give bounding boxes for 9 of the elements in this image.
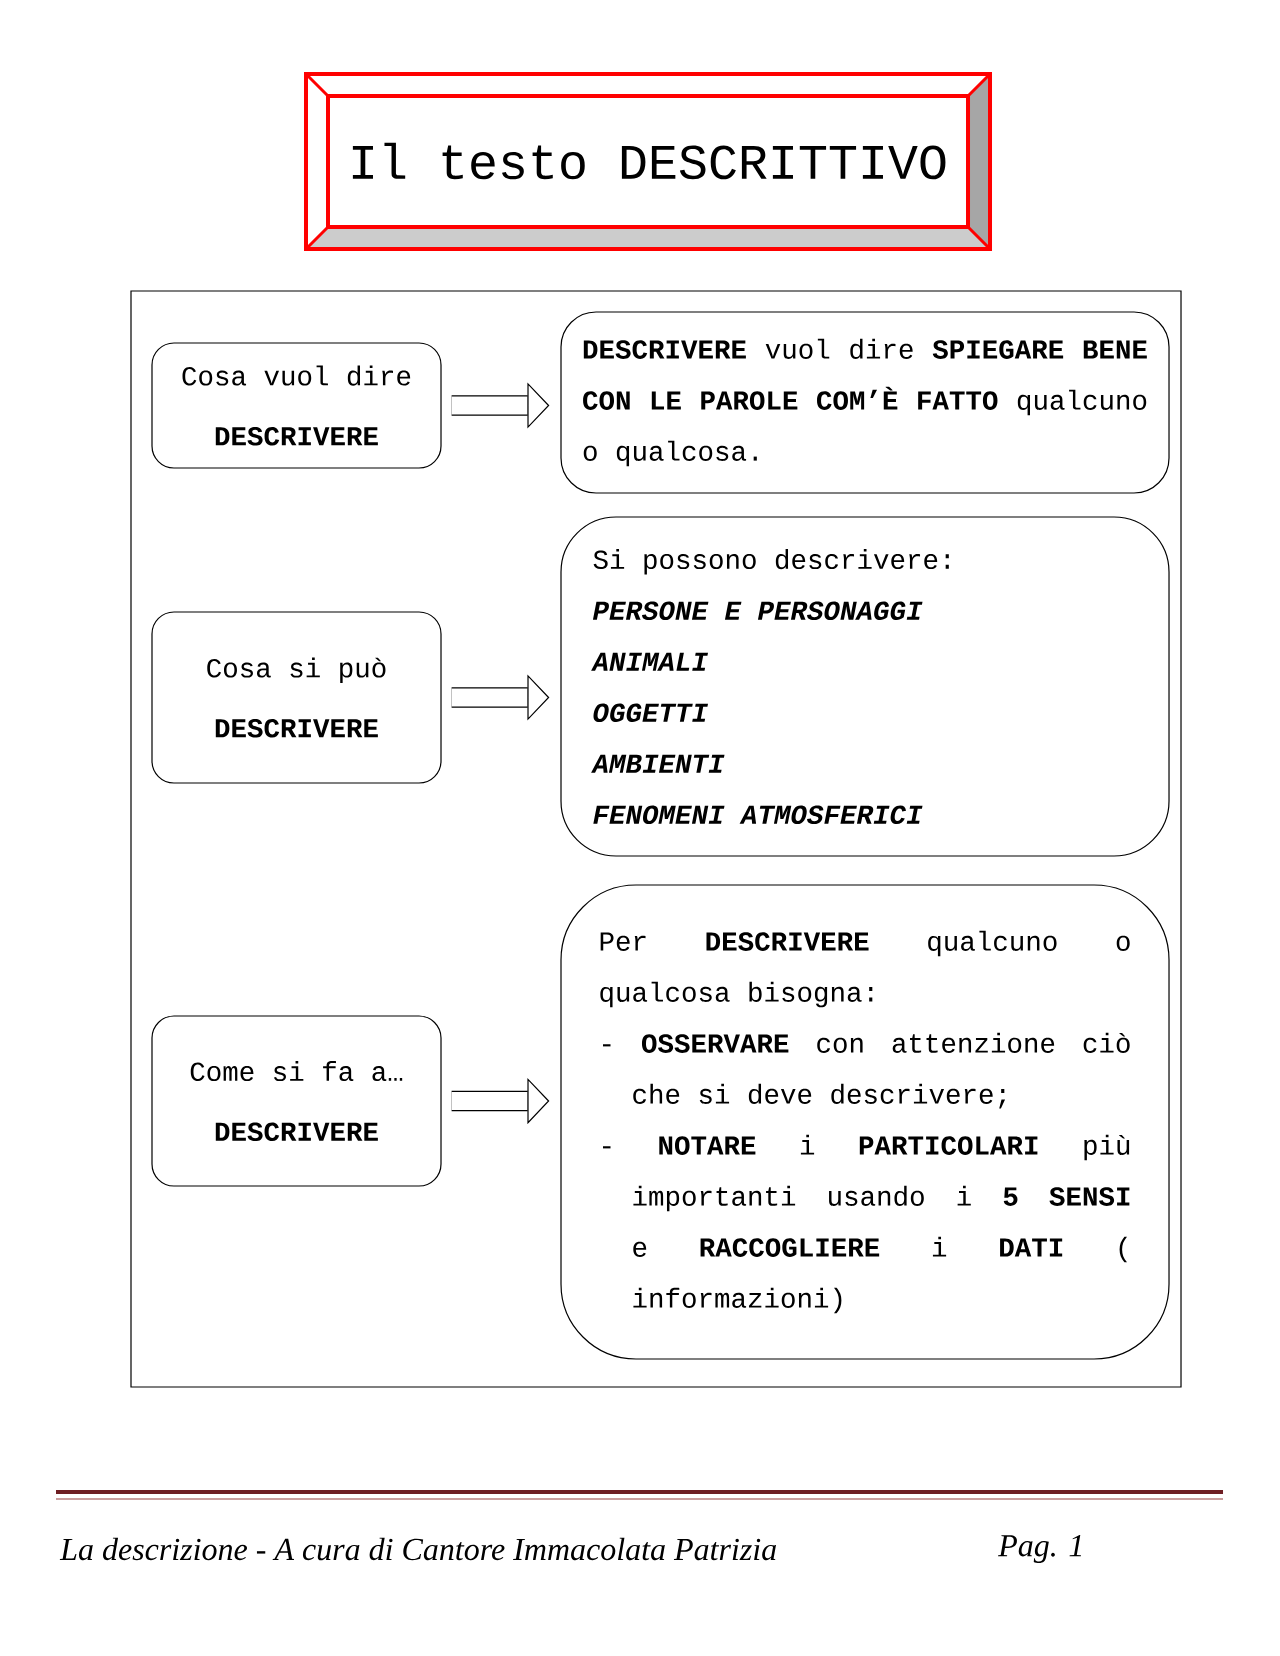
title-banner: Il testo DESCRITTIVO <box>304 72 992 251</box>
text-box: Si possono descrivere: PERSONE E PERSONAGGI ANIMALI OGGETTI AMBIENTI FENOMENI ATMOSFERICI <box>560 516 1170 857</box>
page-number: Pag. 1 <box>998 1535 1081 1563</box>
question-box: Cosa si può DESCRIVERE <box>151 611 442 784</box>
question-box: Cosa vuol dire DESCRIVERE <box>151 342 442 469</box>
footer-text: La descrizione - A cura di Cantore Immacolata Patrizia <box>59 1537 776 1561</box>
text-box: Per DESCRIVERE qualcuno o qualcosa bisogna: - OSSERVARE con attenzione ciò che si deve descrivere; - NOTARE i PARTICOLARI più importanti usando i 5 SENSI e RACCOGLIERE i DATI ( informazioni) <box>560 884 1170 1360</box>
text-box: DESCRIVERE vuol dire SPIEGARE BENE CON LE PAROLE COM’È FATTO qualcuno o qualcosa. <box>560 311 1170 494</box>
question-box: Come si fa a… DESCRIVERE <box>151 1015 442 1187</box>
